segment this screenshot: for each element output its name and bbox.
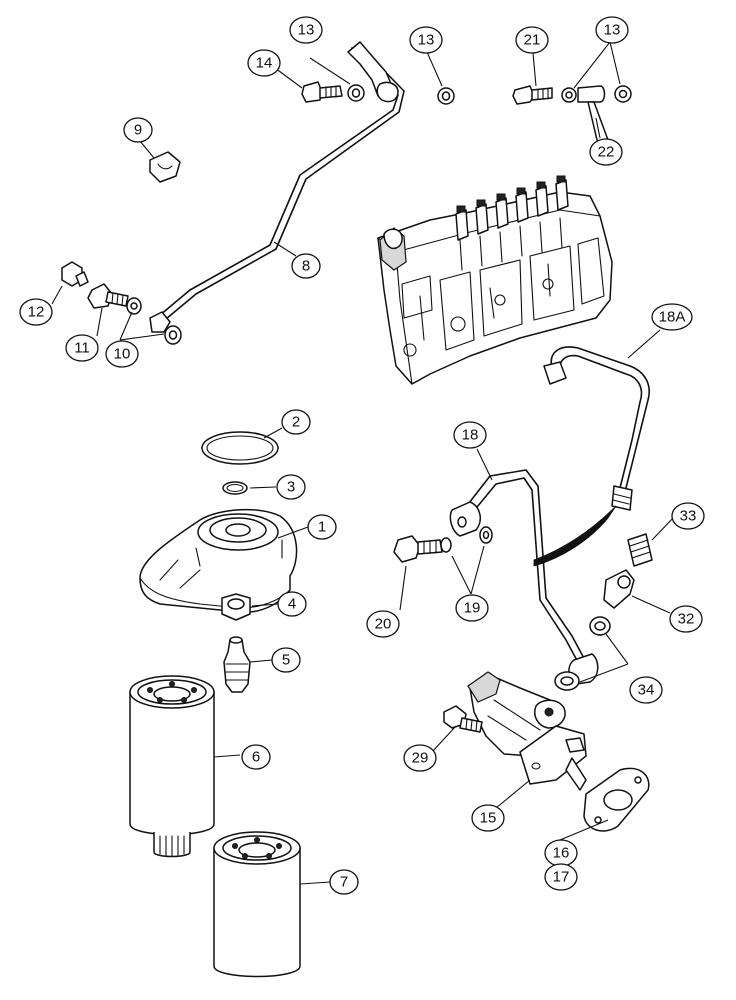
callout-32-label: 32 bbox=[678, 611, 695, 628]
direction-arc bbox=[533, 505, 617, 567]
callout-10: 10 bbox=[105, 340, 139, 368]
callout-13a-label: 13 bbox=[298, 22, 315, 39]
callout-34: 34 bbox=[629, 676, 663, 704]
callout-6-label: 6 bbox=[252, 749, 260, 766]
callout-10-label: 10 bbox=[114, 346, 131, 363]
callout-22-label: 22 bbox=[598, 144, 615, 161]
fuel-line-18a bbox=[543, 346, 650, 511]
callout-4: 4 bbox=[277, 591, 307, 617]
bolt-14 bbox=[301, 81, 343, 103]
callout-4-label: 4 bbox=[288, 596, 296, 613]
callout-33: 33 bbox=[671, 502, 705, 530]
callout-34-label: 34 bbox=[638, 682, 655, 699]
banjo-fitting-top bbox=[376, 81, 399, 103]
fitting-32 bbox=[603, 569, 635, 609]
callout-18-label: 18 bbox=[462, 427, 479, 444]
fitting-33 bbox=[627, 533, 653, 567]
callout-7-label: 7 bbox=[340, 874, 348, 891]
callout-13a: 13 bbox=[289, 16, 323, 44]
callout-29-label: 17 bbox=[553, 869, 570, 886]
washers-19 bbox=[440, 526, 493, 553]
callout-7: 7 bbox=[329, 869, 359, 895]
callout-1: 1 bbox=[307, 514, 337, 540]
callout-12-label: 12 bbox=[28, 304, 45, 321]
leader-lines bbox=[51, 41, 676, 885]
fuel-line-8 bbox=[149, 41, 405, 333]
transfer-pump-15 bbox=[467, 671, 587, 791]
nut-4 bbox=[221, 593, 251, 621]
filter-head-1 bbox=[139, 508, 298, 613]
callout-2-label: 2 bbox=[292, 414, 300, 431]
callout-13b-label: 13 bbox=[418, 32, 435, 49]
bolt-21-assembly bbox=[512, 85, 632, 145]
callout-5-label: 5 bbox=[282, 652, 290, 669]
callout-11-label: 11 bbox=[74, 340, 90, 357]
callout-13c: 13 bbox=[595, 16, 629, 44]
callout-16: 16 bbox=[544, 839, 578, 867]
callout-14: 14 bbox=[247, 49, 281, 77]
callout-13c-label: 13 bbox=[604, 22, 621, 39]
o-ring-3 bbox=[222, 481, 248, 495]
bolt-20 bbox=[393, 535, 443, 563]
callout-9: 9 bbox=[123, 117, 153, 143]
drain-valve-5 bbox=[223, 636, 251, 693]
callout-32: 32 bbox=[669, 605, 703, 633]
fuel-line-18 bbox=[449, 469, 599, 685]
callout-12: 12 bbox=[19, 298, 53, 326]
gasket-16 bbox=[583, 767, 650, 832]
o-ring-2 bbox=[201, 431, 279, 465]
callout-20-label: 20 bbox=[375, 616, 392, 633]
callout-15: 15 bbox=[471, 804, 505, 832]
callout-11: 11 bbox=[65, 334, 99, 362]
callout-21: 21 bbox=[515, 26, 549, 54]
fitting-12-11-10 bbox=[61, 261, 182, 345]
injection-pump bbox=[377, 191, 613, 385]
callout-16-label: 16 bbox=[553, 845, 570, 862]
bolt-17 bbox=[443, 705, 483, 733]
callout-20: 20 bbox=[366, 610, 400, 638]
callout-18: 18 bbox=[453, 421, 487, 449]
filter-6 bbox=[129, 675, 215, 858]
callout-21-label: 21 bbox=[524, 32, 541, 49]
callout-1-label: 1 bbox=[318, 519, 326, 536]
callout-14-label: 14 bbox=[256, 55, 273, 72]
callout-18a-label: 18A bbox=[659, 309, 686, 326]
callout-19-label: 19 bbox=[464, 600, 481, 617]
callout-19: 19 bbox=[455, 594, 489, 622]
callout-6: 6 bbox=[241, 744, 271, 770]
callout-18a: 18A bbox=[651, 303, 693, 331]
callout-15-label: 15 bbox=[480, 810, 497, 827]
callout-5: 5 bbox=[271, 647, 301, 673]
callout-8-label: 8 bbox=[302, 258, 310, 275]
callout-13b: 13 bbox=[409, 26, 443, 54]
clip-9 bbox=[149, 151, 181, 183]
washer-13a bbox=[347, 84, 365, 102]
pump-delivery-valves bbox=[455, 175, 569, 241]
washer-13b bbox=[437, 87, 455, 105]
filter-7 bbox=[213, 831, 301, 978]
callout-33-label: 33 bbox=[680, 508, 697, 525]
callout-3-label: 3 bbox=[287, 479, 295, 496]
callout-3: 3 bbox=[276, 474, 306, 500]
callout-29: 17 bbox=[544, 863, 578, 891]
callout-17: 29 bbox=[403, 744, 437, 772]
callout-2: 2 bbox=[281, 409, 311, 435]
callout-22: 22 bbox=[589, 138, 623, 166]
callout-9-label: 9 bbox=[134, 122, 142, 139]
callout-8: 8 bbox=[291, 253, 321, 279]
callout-17-label: 29 bbox=[412, 750, 429, 767]
washers-34 bbox=[554, 616, 611, 691]
